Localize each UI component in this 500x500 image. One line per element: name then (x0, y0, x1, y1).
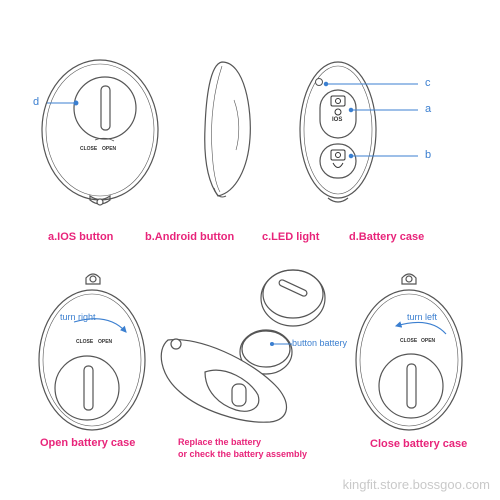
remote-closed-case (355, 273, 463, 431)
callout-d: d (33, 96, 40, 108)
caption-android-button: b.Android button (145, 231, 235, 243)
callout-c: c (425, 77, 431, 89)
caption-close-battery-case: Close battery case (370, 438, 468, 450)
caption-ios-button: a.IOS button (48, 231, 114, 243)
caption-replace-line1: Replace the battery (178, 437, 262, 447)
ios-device-label: IOS (332, 117, 343, 123)
note-button-battery: button battery (292, 338, 348, 348)
callout-lines (47, 81, 418, 159)
remote-open-case (38, 273, 146, 431)
rotate-arrow-icon (94, 137, 115, 142)
caption-replace-line2: or check the battery assembly (178, 449, 308, 459)
camera-icon (330, 95, 346, 161)
note-turn-right: turn right (60, 312, 96, 322)
caption-battery-case: d.Battery case (349, 231, 425, 243)
callout-b: b (425, 149, 432, 161)
battery-assembly-exploded (160, 269, 326, 423)
watermark: kingfit.store.bossgoo.com (342, 477, 490, 492)
remote-side-view (204, 61, 251, 198)
note-turn-left: turn left (407, 312, 438, 322)
turn-left-arrow (394, 321, 447, 335)
power-icon (332, 108, 344, 168)
callout-a: a (425, 103, 432, 115)
open-device-label: OPEN (102, 146, 117, 152)
remote-back-view (41, 59, 159, 206)
caption-open-battery-case: Open battery case (40, 437, 136, 449)
close-device-label-3: CLOSE (400, 338, 418, 344)
close-device-label: CLOSE (80, 146, 98, 152)
open-device-label-3: OPEN (421, 338, 436, 344)
battery-note-line (269, 341, 292, 347)
open-device-label-2: OPEN (98, 339, 113, 345)
close-device-label-2: CLOSE (76, 339, 94, 345)
turn-right-arrow (73, 318, 127, 333)
caption-led-light: c.LED light (262, 231, 320, 243)
led-dot-icon (315, 78, 323, 86)
remote-front-view (299, 61, 377, 203)
